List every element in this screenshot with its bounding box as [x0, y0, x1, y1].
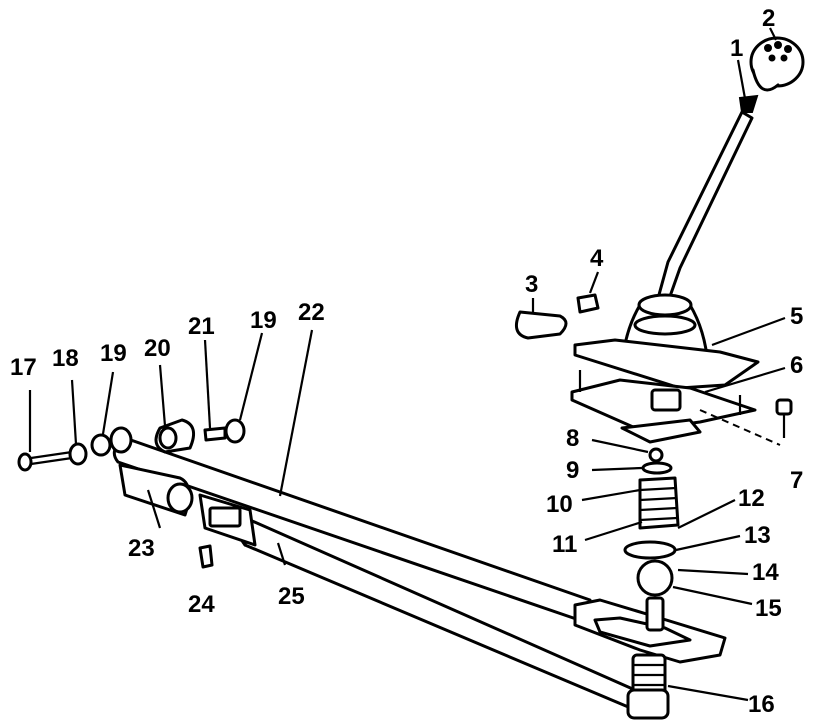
ball-15 — [636, 559, 674, 597]
pin-7 — [775, 398, 793, 438]
callouts: 1 2 3 4 5 6 7 8 9 10 11 12 13 14 15 16 1… — [10, 5, 803, 718]
callout-19a: 19 — [100, 340, 127, 367]
clip-4 — [576, 293, 600, 314]
lower-seat — [620, 418, 702, 444]
callout-9: 9 — [566, 457, 579, 484]
callout-17: 17 — [10, 354, 37, 381]
bolt-17 — [17, 452, 33, 472]
callout-15: 15 — [755, 595, 782, 622]
leader-lines — [28, 27, 786, 702]
rod-end-23 — [118, 463, 194, 517]
pad-3 — [514, 310, 568, 340]
rod-clamp-25 — [198, 493, 257, 547]
lever-stack — [623, 447, 680, 597]
screw-24 — [198, 544, 214, 569]
callout-24: 24 — [188, 591, 215, 618]
callout-10: 10 — [546, 491, 573, 518]
callout-1: 1 — [730, 35, 743, 62]
lower-bushing-16 — [626, 653, 670, 720]
clip-9 — [641, 461, 673, 475]
washer-18 — [68, 442, 88, 466]
callout-20: 20 — [144, 335, 171, 362]
washer-19 — [90, 433, 112, 457]
callout-22: 22 — [298, 299, 325, 326]
callout-13: 13 — [744, 522, 771, 549]
washer-19b — [224, 418, 246, 444]
callout-8: 8 — [566, 425, 579, 452]
callout-6: 6 — [790, 352, 803, 379]
callout-12: 12 — [738, 485, 765, 512]
shift-lever — [655, 110, 754, 304]
callout-5: 5 — [790, 303, 803, 330]
callout-7: 7 — [790, 467, 803, 494]
washer-13 — [623, 540, 677, 560]
callout-4: 4 — [590, 245, 604, 272]
callout-23: 23 — [128, 535, 155, 562]
callout-16: 16 — [748, 691, 775, 718]
callout-14: 14 — [752, 559, 779, 586]
callout-3: 3 — [525, 271, 538, 298]
mounting-plate — [570, 370, 781, 446]
upper-shift-rod — [112, 436, 592, 624]
callout-21: 21 — [188, 313, 215, 340]
callout-2: 2 — [762, 5, 775, 32]
shift-knob — [738, 36, 805, 113]
callout-11: 11 — [552, 531, 577, 558]
pivot-stud — [645, 596, 665, 632]
pin-21 — [203, 426, 227, 442]
shifter-boot — [573, 293, 760, 390]
left-hardware — [17, 418, 246, 472]
callout-19b: 19 — [250, 307, 277, 334]
callout-18: 18 — [52, 345, 79, 372]
callout-25: 25 — [278, 583, 305, 610]
ring-8 — [648, 447, 664, 463]
